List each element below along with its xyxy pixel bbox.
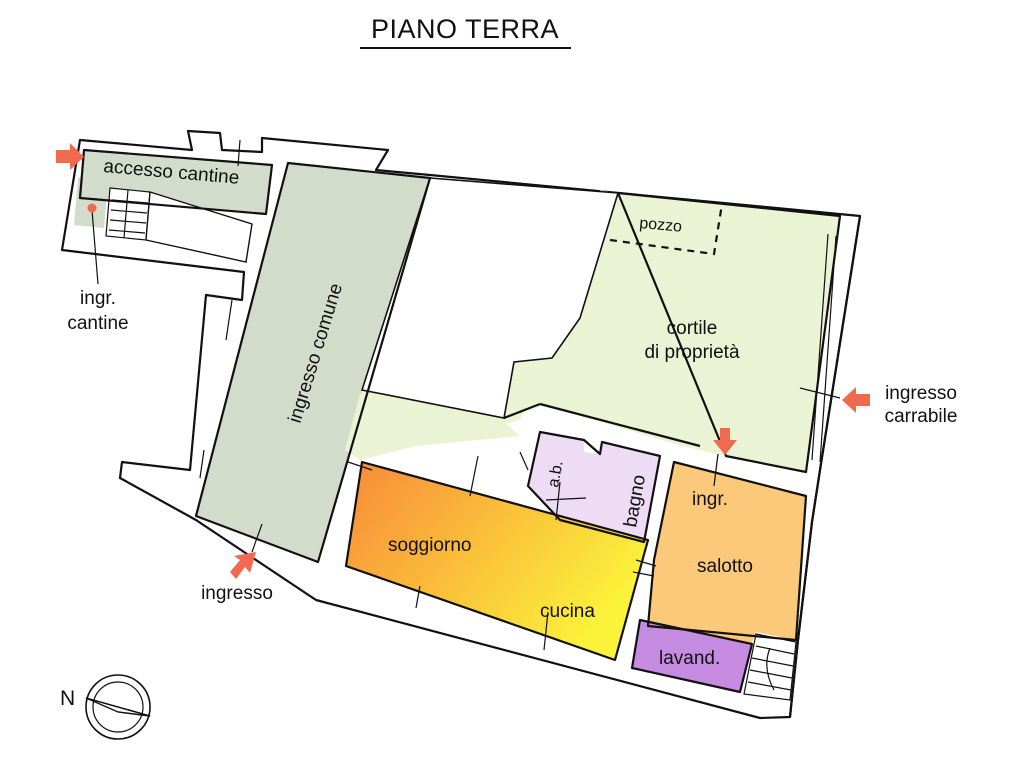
room-bagno [528,432,660,542]
corridor-west [145,191,253,263]
label-ingresso: ingresso [201,583,273,604]
arrow-salotto [713,428,737,455]
wall-salotto [646,460,808,642]
label-carrabile-2: carrabile [885,406,958,427]
outside-labels: ingr. cantine ingresso ingresso carrabil… [67,288,957,604]
compass-n-label: N [60,687,75,710]
compass-outer-ring [85,674,151,740]
room-ingresso-comune [196,163,430,562]
leader-ingr-cantine [91,209,99,285]
title-underline [360,47,571,49]
entrance-arrows [56,143,870,579]
wall-east-outer [788,215,862,718]
wall-accesso-cantine [78,148,274,216]
label-ingr-cantine-2: cantine [67,313,128,334]
label-carrabile-1: ingresso [885,383,957,404]
label-soggiorno: soggiorno [388,535,471,556]
label-cucina: cucina [540,601,595,622]
pozzo-outline [609,203,724,256]
wall-soggiorno [344,460,650,662]
label-salotto: salotto [697,556,753,577]
stair-salotto-treads [747,645,795,691]
arrow-ingresso [230,552,256,579]
arrow-accesso-cantine [56,143,84,170]
ingr-cantine-marker [87,203,97,213]
label-ab: a.b. [545,459,566,488]
compass-axis [85,697,151,717]
room-salotto [648,462,806,652]
wall-cortile-inner [503,402,541,420]
label-cortile-line1: cortile [667,318,718,339]
wall-cortile-inner-2 [539,402,701,448]
room-cortile-west [352,390,520,452]
wall-lavanderia [630,618,754,694]
label-pozzo: pozzo [639,215,683,236]
wall-bagno [526,430,662,544]
room-fills [74,150,840,701]
label-ingr-salotto: ingr. [692,489,728,510]
label-cortile-line2: di proprietà [644,342,739,363]
void-central [360,177,620,419]
page-title: PIANO TERRA [370,14,560,44]
arrow-carrabile [842,387,870,413]
label-ingr-cantine-1: ingr. [80,288,116,309]
interior-walls [78,139,862,718]
wall-cortile [616,191,842,474]
window-ticks [199,139,841,651]
room-soggiorno-cucina [346,462,648,660]
room-ingr-cantine [74,178,108,228]
compass: N [60,674,151,740]
compass-inner-ring [92,681,144,733]
wall-ingresso-comune [194,161,432,564]
label-lavand: lavand. [659,648,720,669]
